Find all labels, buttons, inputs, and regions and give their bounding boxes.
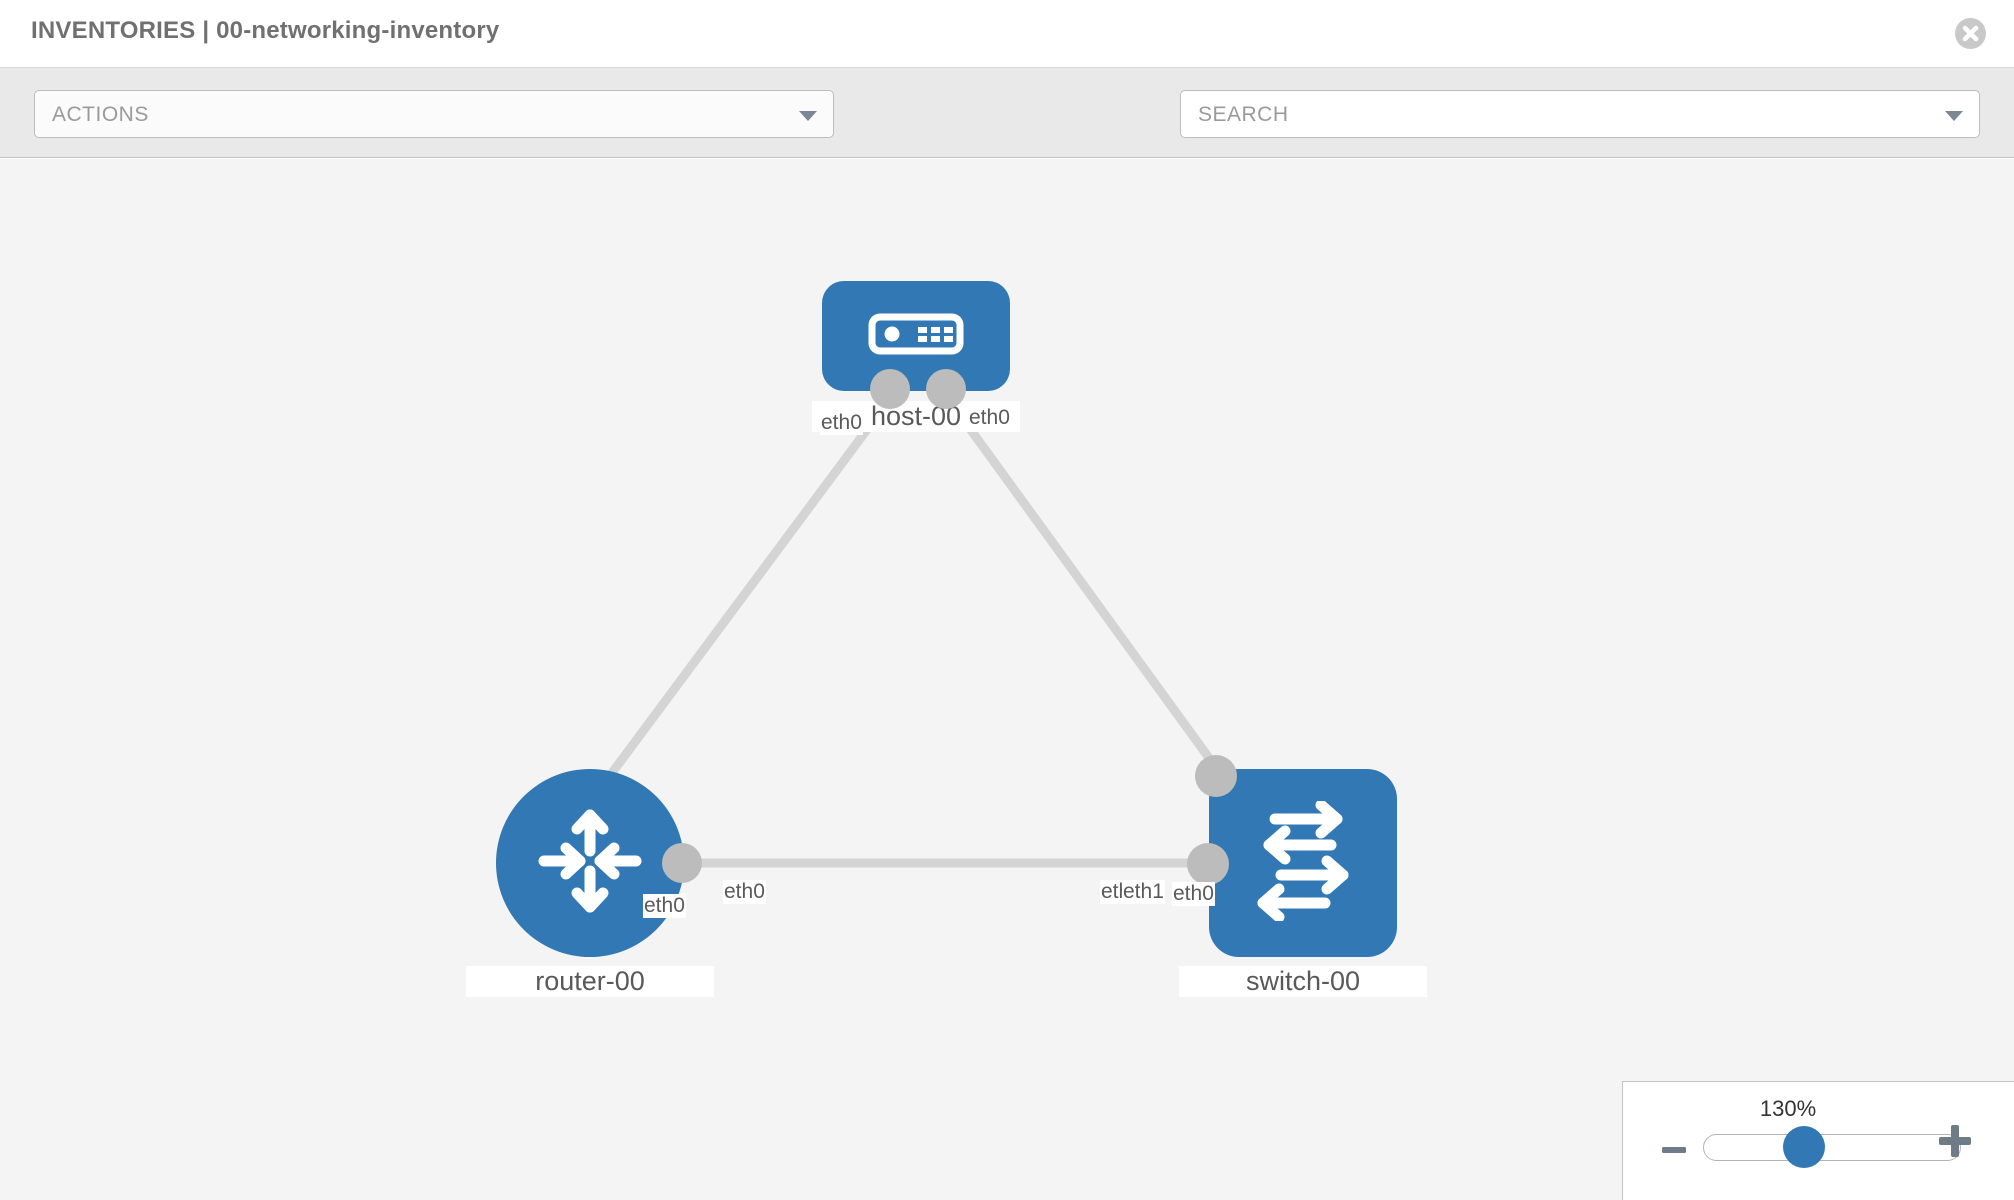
- topology-node-router-00[interactable]: router-00: [466, 769, 714, 997]
- node-label-switch-00: switch-00: [1179, 966, 1427, 997]
- close-icon[interactable]: [1955, 18, 1986, 49]
- toolbar: ACTIONS SEARCH: [0, 68, 2014, 199]
- actions-dropdown[interactable]: ACTIONS: [34, 90, 834, 138]
- zoom-level-value: 130%: [1759, 1096, 1817, 1121]
- topology-links: [596, 401, 1237, 868]
- topology-node-switch-00[interactable]: switch-00: [1179, 755, 1427, 997]
- node-shape-router: [496, 769, 684, 957]
- interface-nub-switch-top[interactable]: [1195, 755, 1237, 797]
- link-host-router: [596, 401, 890, 792]
- zoom-slider-track[interactable]: [1703, 1134, 1961, 1161]
- node-shape-switch: [1209, 769, 1397, 957]
- edge-label-router-right: eth0: [723, 880, 766, 904]
- edge-label-router-up: eth0: [643, 894, 686, 918]
- search-input[interactable]: SEARCH: [1180, 90, 1980, 138]
- zoom-slider-thumb[interactable]: [1783, 1126, 1825, 1168]
- interface-nub-router-right[interactable]: [662, 843, 702, 883]
- router-arrows-icon: [532, 803, 648, 924]
- edge-label-switch-left-front: eth1: [1122, 880, 1165, 904]
- page-header: INVENTORIES | 00-networking-inventory: [0, 0, 2014, 68]
- edge-label-switch-up: eth0: [1172, 882, 1215, 906]
- minus-icon[interactable]: [1661, 1137, 1687, 1168]
- topology-canvas[interactable]: host-00: [0, 159, 2014, 1200]
- interface-nub-host-left[interactable]: [870, 369, 910, 409]
- link-host-switch: [948, 401, 1237, 794]
- switch-arrows-icon: [1243, 799, 1363, 926]
- plus-icon[interactable]: [1938, 1124, 1972, 1163]
- actions-dropdown-label: ACTIONS: [52, 103, 149, 126]
- edge-label-host-left: eth0: [820, 411, 863, 435]
- chevron-down-icon: [1945, 111, 1963, 121]
- edge-label-host-right: eth0: [968, 406, 1011, 430]
- interface-nub-switch-left[interactable]: [1187, 843, 1229, 885]
- node-label-router-00: router-00: [466, 966, 714, 997]
- node-shape-host: [822, 281, 1010, 391]
- interface-nub-host-right[interactable]: [926, 369, 966, 409]
- chevron-down-icon: [799, 111, 817, 121]
- page-title: INVENTORIES | 00-networking-inventory: [31, 17, 500, 44]
- server-icon: [868, 309, 964, 364]
- topology-node-host-00[interactable]: host-00: [812, 281, 1020, 432]
- search-placeholder: SEARCH: [1198, 103, 1289, 126]
- zoom-control-panel: 130%: [1622, 1081, 2014, 1200]
